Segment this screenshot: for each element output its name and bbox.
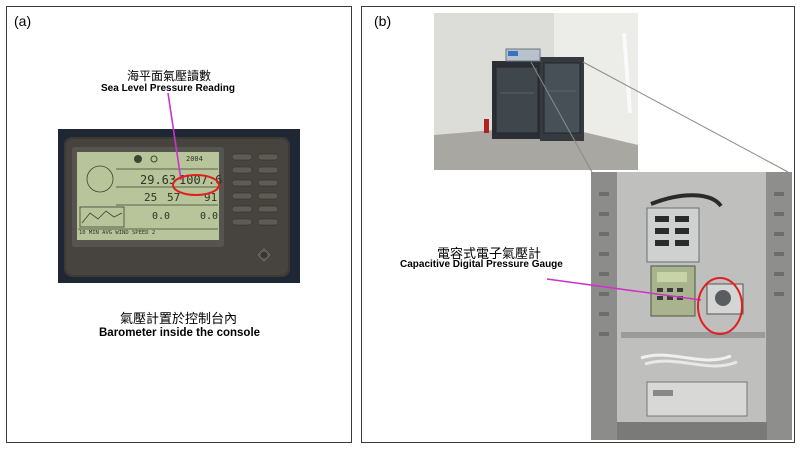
barometer-console-photo: 2004 29.63 1007.6 25 57 91 0.0 0.0 10 MI…	[58, 129, 300, 283]
lcd-bottom-line: 10 MIN AVG WIND SPEED 2	[79, 230, 156, 236]
lcd-row1-left: 29.63	[140, 173, 177, 187]
lcd-row2-right: 91	[204, 191, 218, 204]
sea-level-pressure-label-en: Sea Level Pressure Reading	[101, 83, 235, 94]
barometer-caption-en: Barometer inside the console	[99, 327, 261, 339]
lcd-row2-mid: 57	[167, 191, 181, 204]
lcd-row3-right: 0.0	[200, 211, 219, 222]
pressure-gauge-label-en: Capacitive Digital Pressure Gauge	[400, 259, 563, 270]
panel-b-label: (b)	[374, 13, 392, 29]
barometer-caption-zh: 氣壓計置於控制台內	[120, 312, 238, 327]
lcd-sea-level-pressure: 1007.6	[179, 173, 223, 187]
pressure-gauge-label-zh: 電容式電子氣壓計	[437, 247, 542, 262]
sea-level-pressure-label-zh: 海平面氣壓讀數	[127, 69, 212, 83]
lcd-row3-left: 0.0	[152, 211, 171, 222]
panel-b: (b)	[361, 6, 795, 443]
equipment-room-photo	[434, 13, 638, 170]
panel-a: (a) 海平面氣壓讀數 Sea Level Pressure Reading	[6, 6, 352, 443]
lcd-row2-left: 25	[144, 191, 158, 204]
open-cabinet-photo	[591, 172, 792, 440]
lcd-time: 2004	[186, 155, 203, 163]
panel-a-label: (a)	[14, 13, 32, 29]
